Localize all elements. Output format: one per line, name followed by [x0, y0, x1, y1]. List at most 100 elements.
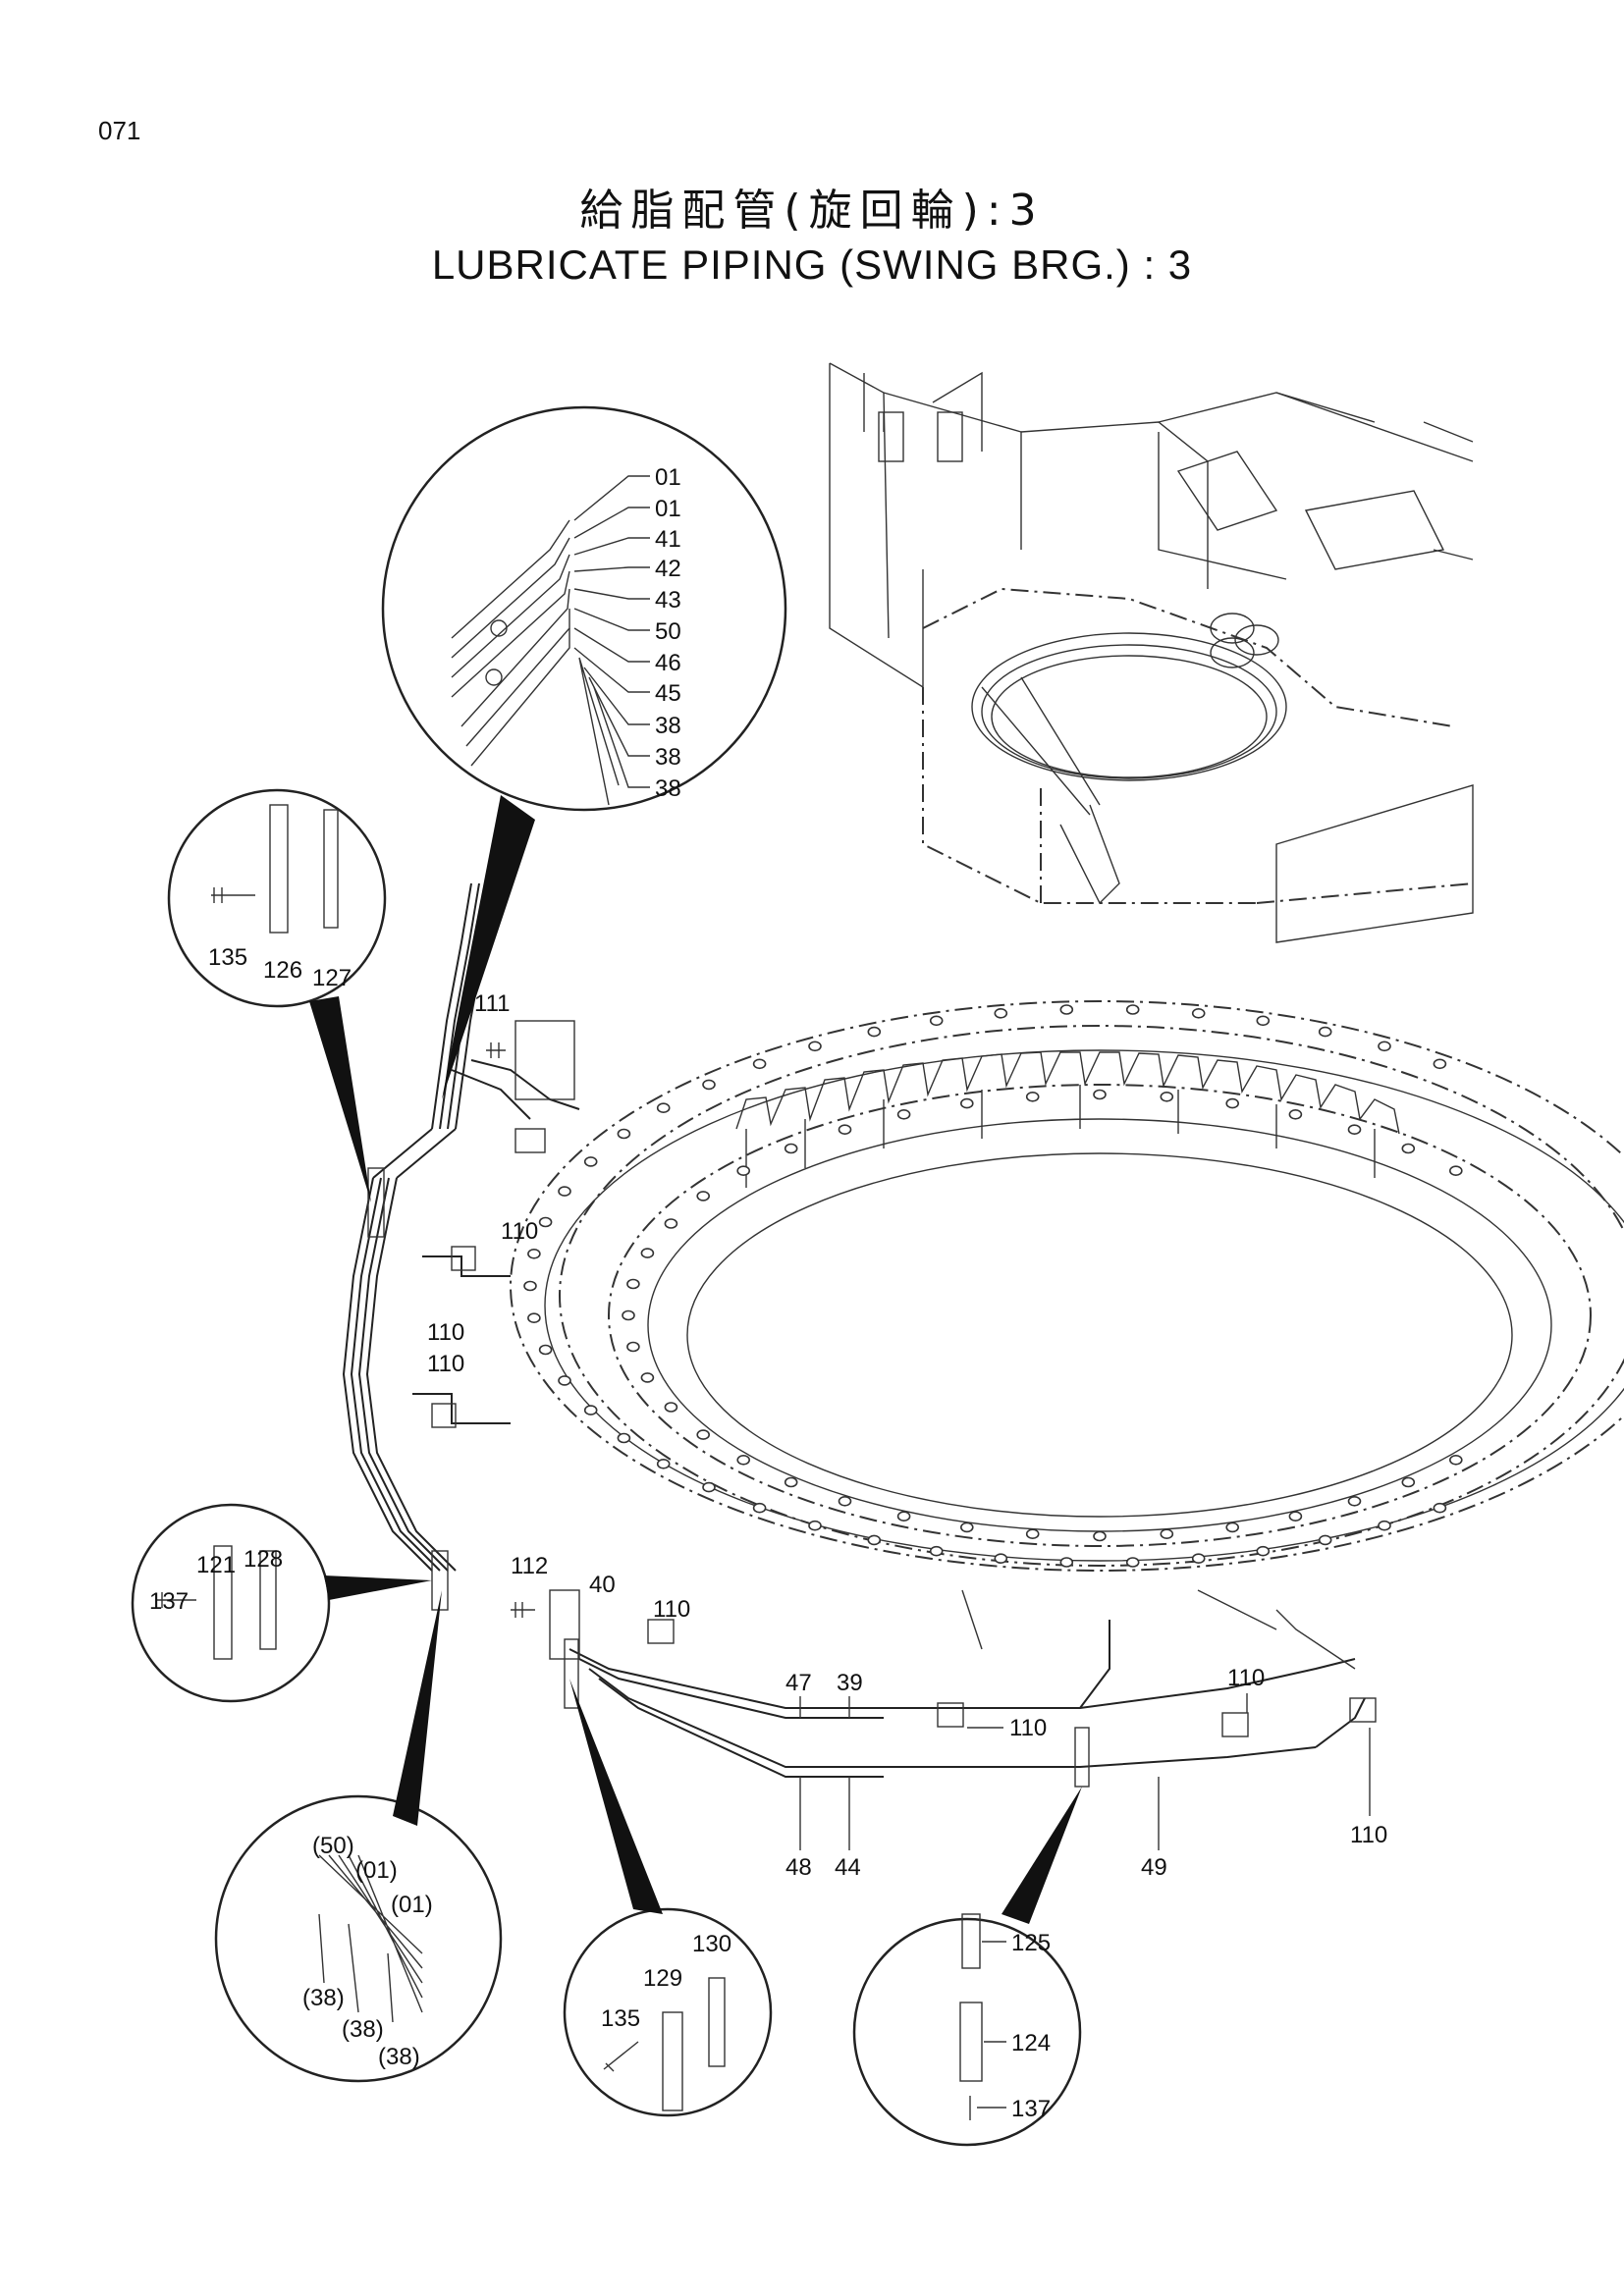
bolt-hole — [1433, 1502, 1447, 1514]
bolt-hole — [1378, 1520, 1391, 1531]
bolt-hole — [538, 1216, 553, 1228]
bolt-hole — [583, 1405, 598, 1415]
callout-label: 45 — [655, 680, 681, 707]
bolt-hole — [1160, 1092, 1174, 1102]
bolt-hole — [1093, 1089, 1107, 1100]
bolt-hole — [959, 1097, 974, 1109]
callouts-clamp-a: 135 126 127 — [208, 944, 352, 991]
callout-label: 49 — [1141, 1854, 1167, 1881]
bolt-hole — [784, 1476, 798, 1488]
bolt-hole — [1401, 1476, 1416, 1488]
callout-label: 38 — [655, 713, 681, 739]
callout-label: 44 — [835, 1854, 861, 1881]
bolt-hole — [617, 1432, 631, 1444]
callout-label: 46 — [655, 650, 681, 676]
bolt-hole — [867, 1026, 882, 1038]
bolt-hole — [1256, 1015, 1271, 1027]
callout-label: 128 — [244, 1546, 283, 1573]
bolt-hole — [1256, 1545, 1271, 1557]
callout-label: 110 — [501, 1218, 538, 1245]
title-japanese: 給脂配管(旋回輪):3 — [579, 186, 1045, 236]
callout-label: 40 — [589, 1572, 616, 1598]
callout-label: 110 — [1009, 1715, 1047, 1741]
lubricate-piping-harness — [342, 882, 1377, 1788]
top-circle-leaders — [573, 475, 650, 788]
machine-body-outline — [829, 362, 1474, 943]
bolt-hole — [1025, 1092, 1040, 1102]
callout-label: (01) — [355, 1857, 398, 1884]
bolt-hole — [538, 1344, 553, 1356]
bolt-hole — [626, 1278, 640, 1290]
bolt-hole — [640, 1372, 655, 1383]
callout-label: 39 — [837, 1670, 863, 1696]
bolt-hole — [527, 1312, 541, 1323]
callout-label: 50 — [655, 618, 681, 645]
bolt-hole — [1059, 1557, 1074, 1568]
bolt-hole — [1125, 1557, 1140, 1568]
bolt-hole — [736, 1165, 751, 1176]
bolt-hole — [1225, 1097, 1239, 1109]
bolt-hole — [838, 1124, 852, 1135]
detail-circle-clamp-a — [167, 788, 387, 1008]
bolt-hole — [994, 1008, 1008, 1019]
bolt-hole — [622, 1309, 635, 1321]
detail-circle-hose-detail — [214, 1794, 503, 2083]
callout-label: (38) — [302, 1985, 345, 2011]
callout-label: 110 — [427, 1351, 464, 1377]
callout-label: 129 — [643, 1965, 682, 1992]
callout-label: 110 — [1227, 1665, 1265, 1691]
bolt-hole — [929, 1015, 944, 1027]
detail-circle-clamp-c — [563, 1907, 773, 2117]
bolt-hole — [808, 1520, 822, 1531]
bolt-hole — [1025, 1528, 1040, 1539]
bolt-hole — [896, 1109, 911, 1120]
bolt-hole — [1401, 1143, 1416, 1154]
bolt-hole — [583, 1156, 598, 1167]
callout-label: 125 — [1011, 1930, 1051, 1956]
callout-label: 38 — [655, 744, 681, 771]
bolt-hole — [736, 1455, 751, 1466]
bolt-hole — [1433, 1058, 1447, 1070]
callouts-clamp-c: 135 129 130 — [601, 1931, 731, 2032]
detail-circle-clamp-b — [131, 1503, 331, 1703]
callout-label: 47 — [785, 1670, 812, 1696]
bolt-hole — [1160, 1528, 1174, 1539]
callout-label: (38) — [342, 2016, 384, 2043]
bolt-hole — [1093, 1530, 1107, 1542]
title-english: LUBRICATE PIPING (SWING BRG.) : 3 — [431, 241, 1193, 288]
bolt-hole — [1059, 1004, 1074, 1015]
callout-label: 01 — [655, 464, 681, 491]
bolt-hole — [626, 1341, 640, 1353]
callouts-top-circle: 01 01 41 42 43 50 46 45 38 38 38 — [655, 464, 681, 802]
callout-label: 130 — [692, 1931, 731, 1957]
callout-label: 127 — [312, 965, 352, 991]
bolt-hole — [929, 1545, 944, 1557]
callout-label: 124 — [1011, 2030, 1051, 2056]
callout-label: 110 — [427, 1319, 464, 1346]
bolt-hole — [702, 1481, 716, 1493]
bolt-hole — [896, 1511, 911, 1522]
callout-label: 137 — [1011, 2096, 1051, 2122]
bolt-hole — [527, 1249, 541, 1259]
callouts-hose-detail: (50) (01) (01) (38) (38) (38) — [302, 1833, 433, 2070]
bolt-hole — [1288, 1109, 1303, 1120]
detail-circle-hose-fittings — [381, 405, 787, 812]
bolt-hole — [1191, 1008, 1206, 1019]
bolt-hole — [959, 1522, 974, 1533]
bolt-hole — [808, 1041, 822, 1052]
callouts-main: 111 110 110 110 112 40 110 47 39 110 110… — [427, 990, 1387, 1881]
callouts-clamp-d: 125 124 137 — [977, 1930, 1051, 2122]
swing-bearing-ring — [510, 1000, 1624, 1572]
bolt-hole — [558, 1375, 571, 1386]
callouts-clamp-b: 137 121 128 — [149, 1546, 283, 1615]
bolt-hole — [752, 1502, 767, 1514]
bolt-hole — [656, 1102, 671, 1113]
callout-label: 135 — [208, 944, 247, 971]
bolt-hole — [1347, 1496, 1362, 1507]
bolt-hole — [523, 1280, 537, 1292]
bolt-hole — [1191, 1553, 1206, 1564]
bolt-hole — [867, 1534, 882, 1546]
bolt-hole — [1347, 1124, 1362, 1135]
bolt-hole — [696, 1191, 711, 1201]
bolt-hole — [1449, 1455, 1463, 1466]
